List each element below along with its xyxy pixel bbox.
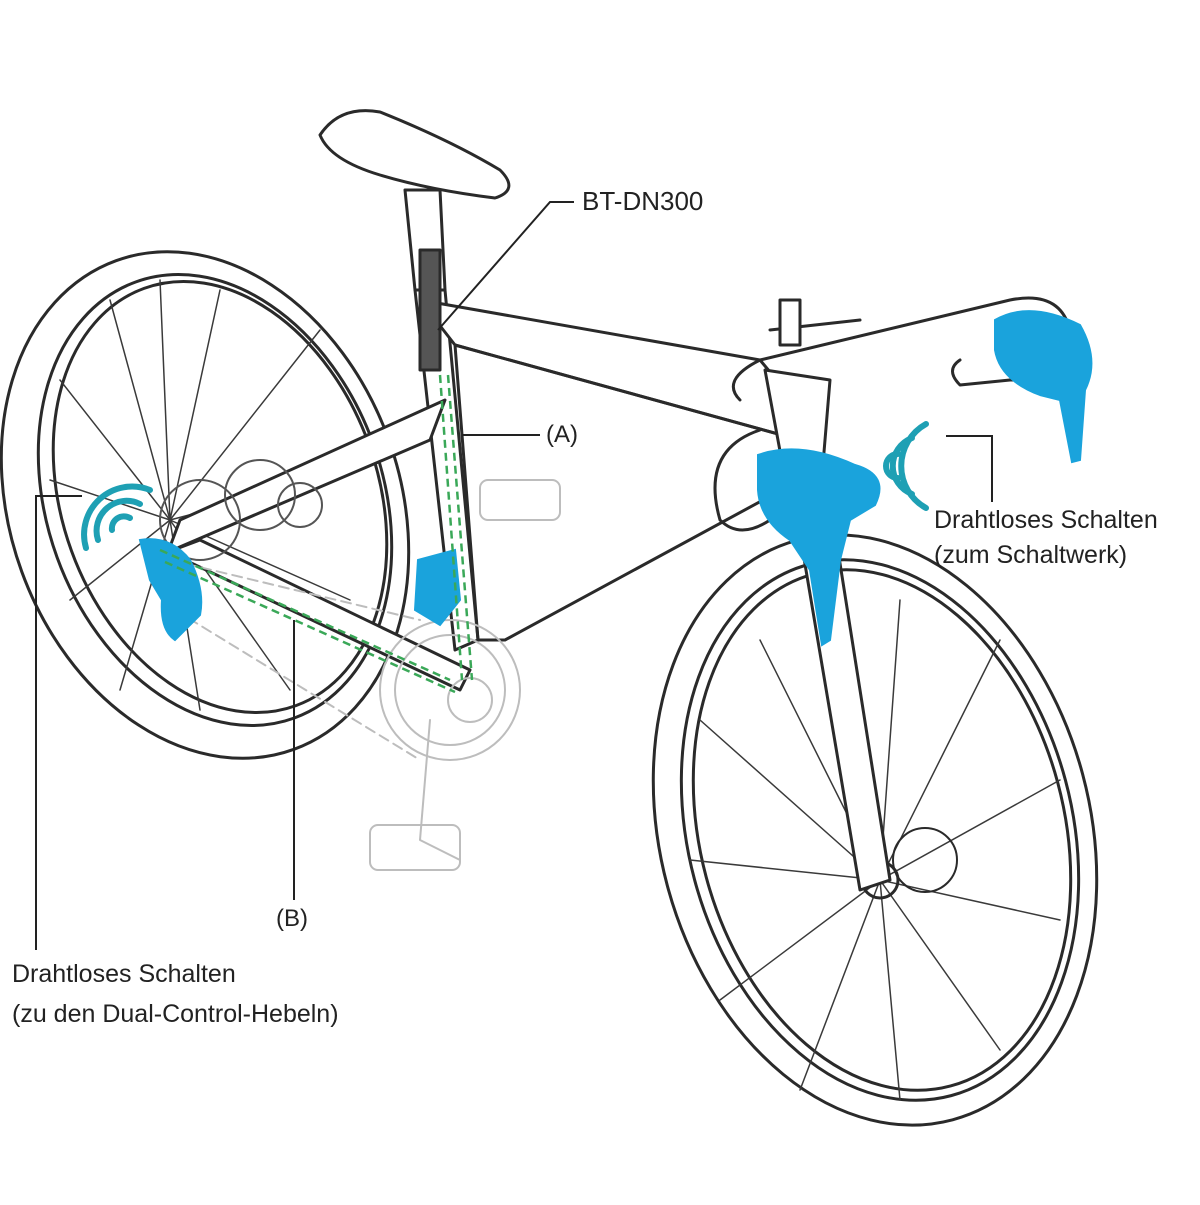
wiring [159, 374, 474, 694]
rear-derailleur [138, 538, 203, 642]
bt-dn300-label: BT-DN300 [582, 186, 704, 216]
highlighted-components [138, 310, 1093, 647]
front-derailleur [413, 548, 462, 627]
drivetrain [159, 459, 561, 871]
leader-left [35, 495, 82, 950]
leader-right [946, 435, 993, 502]
leader-lines [35, 201, 993, 950]
label-b: (B) [276, 905, 308, 932]
wireless-left-title: Drahtloses Schalten [12, 960, 236, 988]
wire-b-2 [164, 560, 456, 694]
wireless-signal-icon [81, 483, 153, 551]
wire-b [159, 548, 451, 682]
wireless-signal-icon [883, 421, 929, 511]
wire-a-2 [446, 374, 474, 681]
right-shifter-lever [994, 310, 1093, 464]
wireless-right-title: Drahtloses Schalten [934, 506, 1158, 534]
wireless-left-subtitle: (zu den Dual-Control-Hebeln) [12, 1000, 339, 1028]
wireless-right-subtitle: (zum Schaltwerk) [934, 541, 1128, 569]
wire-a [438, 374, 464, 681]
frame [166, 288, 892, 892]
seatpost-and-saddle [318, 109, 511, 372]
leader-bt-dn300 [437, 201, 574, 331]
label-a: (A) [546, 421, 578, 448]
left-shifter-lever [757, 448, 881, 647]
